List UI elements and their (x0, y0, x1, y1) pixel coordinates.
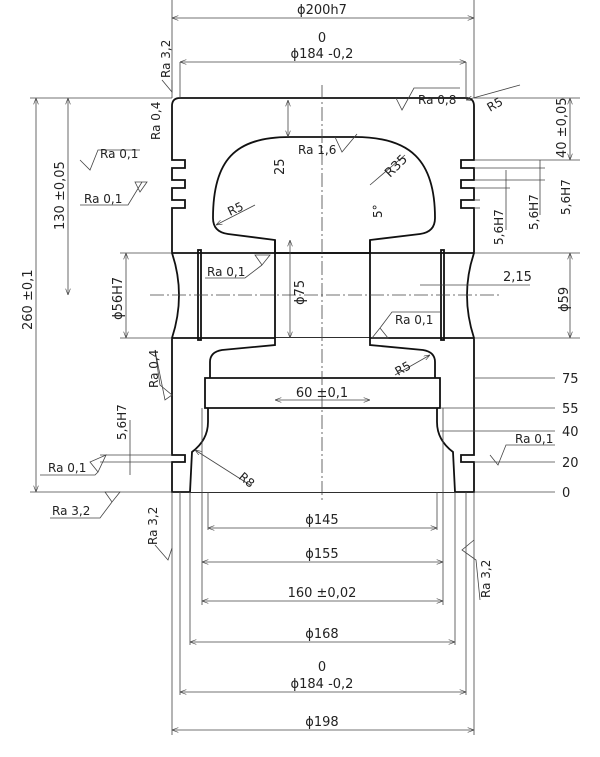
label-dim-130: 130 ±0,05 (53, 161, 68, 230)
label-dia-145: ϕ145 (305, 513, 338, 528)
label-ra-skirt: Ra 0,4 (147, 350, 161, 388)
label-ra-top: Ra 0,8 (418, 93, 456, 107)
label-ra-groove-side: Ra 0,4 (149, 102, 163, 140)
dimension-labels: ϕ200h7 0 ϕ184 -0,2 Ra 3,2 Ra 0,8 R5 Ra 0… (21, 3, 579, 730)
label-level-55: 55 (562, 402, 579, 417)
label-ra-bore-right: Ra 0,1 (395, 313, 433, 327)
label-bottom-dia-184: ϕ184 -0,2 (291, 677, 354, 692)
label-dia-155: ϕ155 (305, 547, 338, 562)
label-dia-168: ϕ168 (305, 627, 338, 642)
label-dim-40: 40 ±0,05 (555, 97, 570, 158)
label-level-0: 0 (562, 486, 570, 501)
label-ra-groove-2: Ra 0,1 (84, 192, 122, 206)
label-groove-b: 5,6H7 (527, 194, 541, 230)
label-level-40: 40 (562, 425, 579, 440)
label-ra-skirt-left: Ra 3,2 (146, 507, 160, 545)
label-r5-lower: R5 (393, 358, 414, 378)
label-dim-25: 25 (273, 158, 288, 175)
label-dia-59: ϕ59 (557, 287, 572, 312)
label-dim-215: 2,15 (503, 270, 532, 285)
label-bottom-tol: 0 (318, 660, 326, 675)
label-dia-75: ϕ75 (293, 280, 308, 305)
label-level-20: 20 (562, 456, 579, 471)
label-angle-5: 5° (371, 204, 385, 218)
label-ra-low-right: Ra 0,1 (515, 432, 553, 446)
label-level-75: 75 (562, 372, 579, 387)
label-groove-c: 5,6H7 (492, 209, 506, 245)
label-dim-160: 160 ±0,02 (288, 586, 357, 601)
label-ra-skirt-right: Ra 3,2 (479, 560, 493, 598)
dimension-lines (30, 0, 580, 735)
piston-skirt-section (171, 337, 475, 493)
label-groove-low: 5,6H7 (115, 404, 129, 440)
label-ra-groove-1: Ra 0,1 (100, 147, 138, 161)
label-top-tol: 0 (318, 31, 326, 46)
label-ra-top-left: Ra 3,2 (159, 40, 173, 78)
label-ra-crown: Ra 1,6 (298, 143, 336, 157)
label-dia-198: ϕ198 (305, 715, 338, 730)
label-dia-56h7: ϕ56H7 (111, 277, 126, 320)
label-ra-low-left: Ra 0,1 (48, 461, 86, 475)
label-ra-bore-left: Ra 0,1 (207, 265, 245, 279)
label-dim-260: 260 ±0,1 (21, 269, 36, 330)
label-ra-bottom: Ra 3,2 (52, 504, 90, 518)
piston-crown-section (171, 97, 475, 254)
label-r35: R35 (382, 152, 411, 181)
label-r-top-corner: R5 (485, 94, 506, 114)
label-groove-a: 5,6H7 (559, 179, 573, 215)
label-top-inner-dia: ϕ184 -0,2 (291, 47, 354, 62)
label-dim-60: 60 ±0,1 (296, 386, 348, 401)
label-r5-inner: R5 (225, 199, 245, 218)
label-top-outer-dia: ϕ200h7 (297, 3, 347, 18)
